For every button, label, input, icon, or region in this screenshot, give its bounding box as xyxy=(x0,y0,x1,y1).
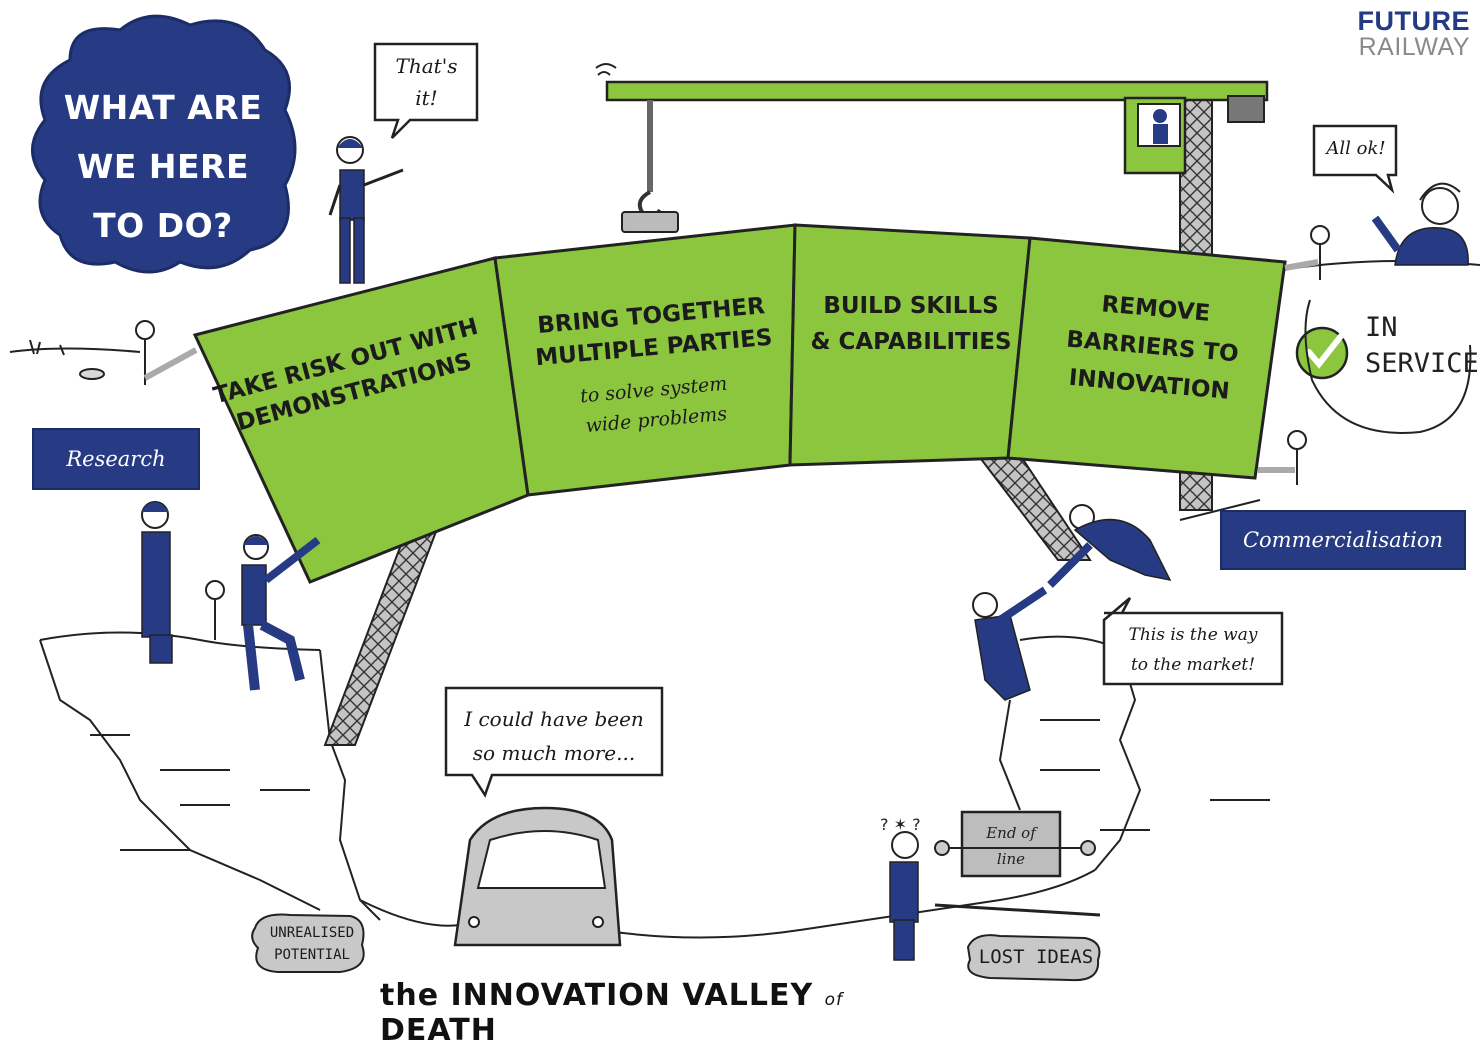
end-of-line-sign xyxy=(934,810,1101,917)
bubble-thats-it-line1: That's xyxy=(395,54,458,78)
panel-remove-barriers: REMOVE BARRIERS TO INNOVATION xyxy=(1035,280,1269,413)
cloud-line2: WE HERE xyxy=(76,147,250,186)
bubble-thats-it: That's it! xyxy=(378,50,475,114)
bubble-market-line1: This is the way xyxy=(1128,625,1258,645)
bubble-shapes xyxy=(373,42,1398,798)
title-part2: of xyxy=(824,990,844,1010)
stone-shapes xyxy=(251,913,1101,982)
bubble-could-have-been: I could have been so much more... xyxy=(448,702,660,770)
bubble-all-ok: All ok! xyxy=(1326,138,1386,159)
stone-unrealised-line1: UNREALISED xyxy=(269,925,355,941)
worker-researcher xyxy=(141,501,173,664)
bubble-thats-it-line2: it! xyxy=(415,86,438,110)
panel3-line2: & CAPABILITIES xyxy=(810,329,1012,355)
question-cloud xyxy=(31,14,297,274)
svg-text:? ✶ ?: ? ✶ ? xyxy=(880,815,921,834)
worker-on-bridge xyxy=(328,136,404,284)
end-of-line-line2: line xyxy=(996,850,1026,868)
stone-unrealised-line2: POTENTIAL xyxy=(274,947,350,963)
panel-build-skills: BUILD SKILLS & CAPABILITIES xyxy=(800,288,1022,360)
title-part3: DEATH xyxy=(380,1013,497,1048)
cloud-line1: WHAT ARE xyxy=(63,88,263,127)
in-service-badge xyxy=(1295,299,1472,434)
end-of-line-line1: End of xyxy=(986,824,1036,842)
cloud-question: WHAT ARE WE HERE TO DO? xyxy=(52,78,274,255)
panel3-line1: BUILD SKILLS xyxy=(823,293,999,319)
worker-pointing xyxy=(241,534,321,691)
bubble-could-line2: so much more... xyxy=(472,741,636,765)
train-front xyxy=(453,806,622,947)
end-of-line-label: End of line xyxy=(964,820,1058,872)
valley-of-death-illustration: ? ✶ ? xyxy=(9,14,1480,982)
bubble-market-line2: to the market! xyxy=(1130,655,1256,675)
brand-line1: FUTURE xyxy=(1357,6,1470,36)
bridge xyxy=(135,223,1330,640)
person-confused: ? ✶ ? xyxy=(880,815,921,961)
in-service-line1: IN xyxy=(1365,312,1398,343)
in-service-label: IN SERVICE xyxy=(1365,310,1479,382)
stone-unrealised-potential: UNREALISED POTENTIAL xyxy=(262,922,362,966)
brand-logo: FUTURE RAILWAY xyxy=(1358,8,1471,60)
stage-research: Research xyxy=(32,428,200,490)
stage-commercialisation: Commercialisation xyxy=(1220,510,1466,570)
ground-left xyxy=(9,339,381,921)
worker-climber-top xyxy=(1047,504,1172,588)
brand-line2: RAILWAY xyxy=(1358,33,1470,61)
person-waving xyxy=(1371,182,1469,266)
title-part1: the INNOVATION VALLEY xyxy=(380,978,814,1013)
cloud-line3: TO DO? xyxy=(93,206,233,245)
diagram-title: the INNOVATION VALLEY of DEATH xyxy=(380,978,880,1048)
bubble-way-to-market: This is the way to the market! xyxy=(1106,620,1280,680)
in-service-line2: SERVICE xyxy=(1365,348,1479,379)
worker-climber-bottom xyxy=(972,586,1048,701)
bubble-could-line1: I could have been xyxy=(464,707,644,731)
stone-lost-ideas: LOST IDEAS xyxy=(978,946,1094,968)
